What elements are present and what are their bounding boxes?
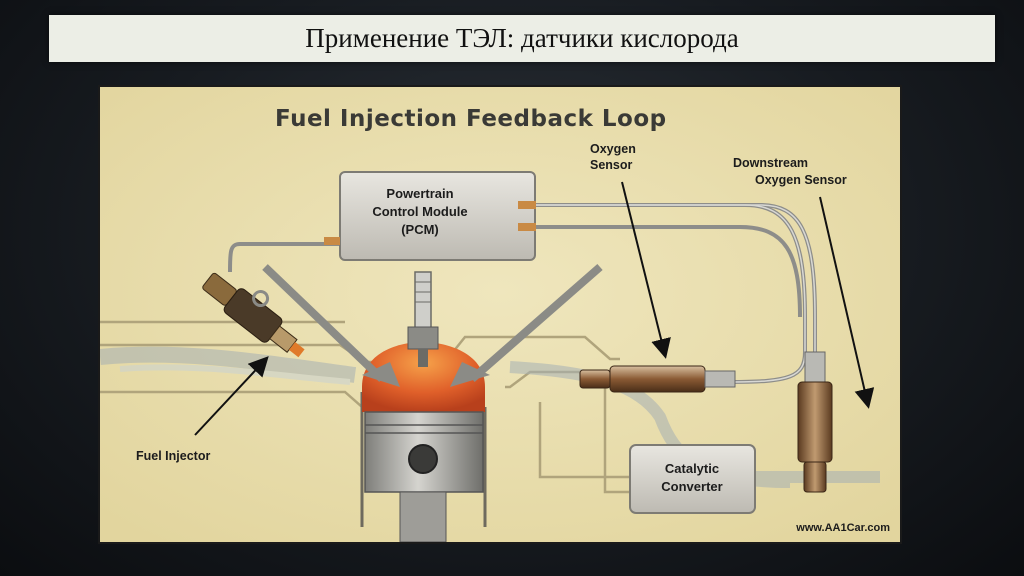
oxygen-sensor-label-line1: Oxygen	[590, 142, 636, 156]
pcm-label-line1: Powertrain	[386, 186, 453, 201]
pcm-box: Powertrain Control Module (PCM)	[324, 171, 536, 261]
downstream-oxygen-sensor	[797, 351, 833, 493]
slide-title-bar: Применение ТЭЛ: датчики кислорода	[49, 15, 995, 62]
pcm-label-line2: Control Module	[372, 204, 467, 219]
piston	[364, 411, 484, 542]
diagram-title: Fuel Injection Feedback Loop	[275, 106, 667, 132]
oxygen-sensor	[579, 365, 736, 393]
exhaust-valve	[450, 263, 603, 387]
oxygen-sensor-arrow	[621, 181, 671, 359]
diagram-figure: Powertrain Control Module (PCM)	[98, 85, 902, 544]
pcm-label-line3: (PCM)	[401, 222, 439, 237]
fuel-injector-arrow	[194, 356, 269, 436]
spark-plug	[407, 271, 439, 367]
credit-text: www.AA1Car.com	[795, 522, 890, 534]
downstream-sensor-label-line1: Downstream	[733, 156, 808, 170]
pointer-arrows	[194, 181, 875, 436]
fuel-injector	[202, 272, 305, 358]
fuel-injector-label: Fuel Injector	[136, 449, 210, 463]
catalytic-converter-box: Catalytic Converter	[629, 444, 756, 514]
sensor-wires-light	[535, 204, 816, 383]
downstream-sensor-label-line2: Oxygen Sensor	[755, 173, 847, 187]
catalytic-label-line2: Converter	[661, 479, 722, 494]
intake-flow	[100, 346, 357, 385]
oxygen-sensor-label-line2: Sensor	[590, 158, 633, 172]
catalytic-label-line1: Catalytic	[665, 461, 719, 476]
intake-valve	[262, 264, 400, 387]
slide-title: Применение ТЭЛ: датчики кислорода	[305, 23, 739, 53]
cylinder	[360, 342, 487, 527]
downstream-sensor-arrow	[819, 196, 875, 409]
diagram-svg: Powertrain Control Module (PCM)	[100, 87, 900, 542]
